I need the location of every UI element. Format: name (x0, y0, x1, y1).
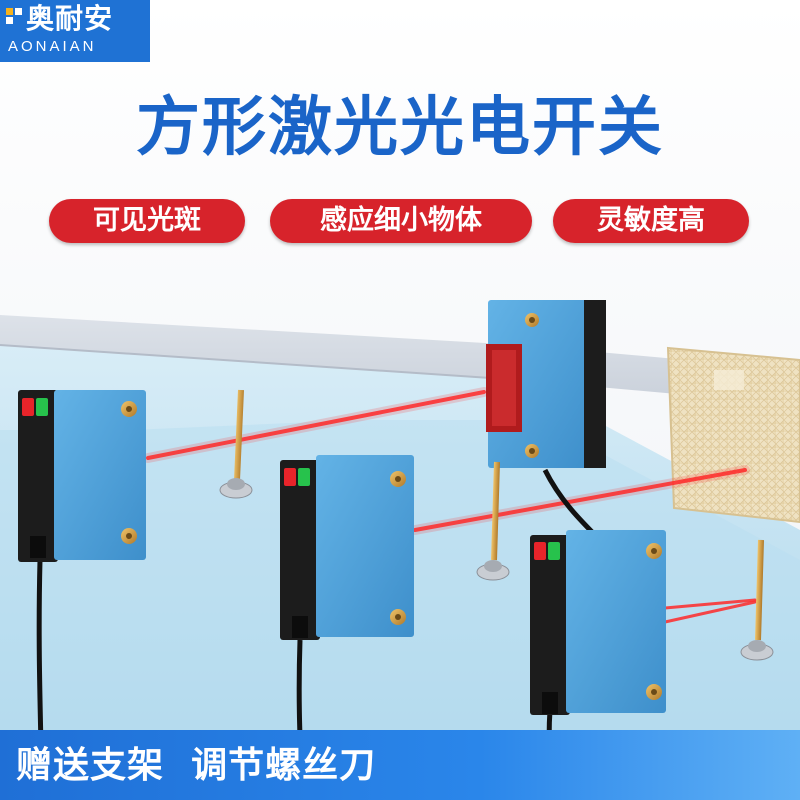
feature-badge-visible-spot: 可见光斑 (49, 199, 245, 243)
sensor-back (486, 300, 606, 542)
sensor-right (530, 530, 666, 791)
brand-name-en: AONAIAN (8, 38, 97, 55)
sensor-middle (280, 455, 414, 791)
screw-3 (740, 539, 774, 661)
logo-mark-icon (6, 8, 22, 24)
screw-1 (219, 389, 253, 499)
brand-logo: 奥耐安 AONAIAN (0, 0, 150, 62)
laser-beams (143, 387, 757, 624)
feature-badge-high-sensitivity: 灵敏度高 (553, 199, 749, 243)
sensor-left (18, 390, 146, 791)
feature-badge-small-objects: 感应细小物体 (270, 199, 532, 243)
page-title: 方形激光光电开关 (136, 91, 664, 165)
bottom-banner: 赠送支架 调节螺丝刀 (0, 730, 800, 800)
screw-2 (476, 461, 510, 581)
reflector-plate (666, 346, 800, 524)
banner-text: 赠送支架 调节螺丝刀 (16, 745, 377, 786)
brand-name-cn: 奥耐安 (26, 2, 114, 35)
